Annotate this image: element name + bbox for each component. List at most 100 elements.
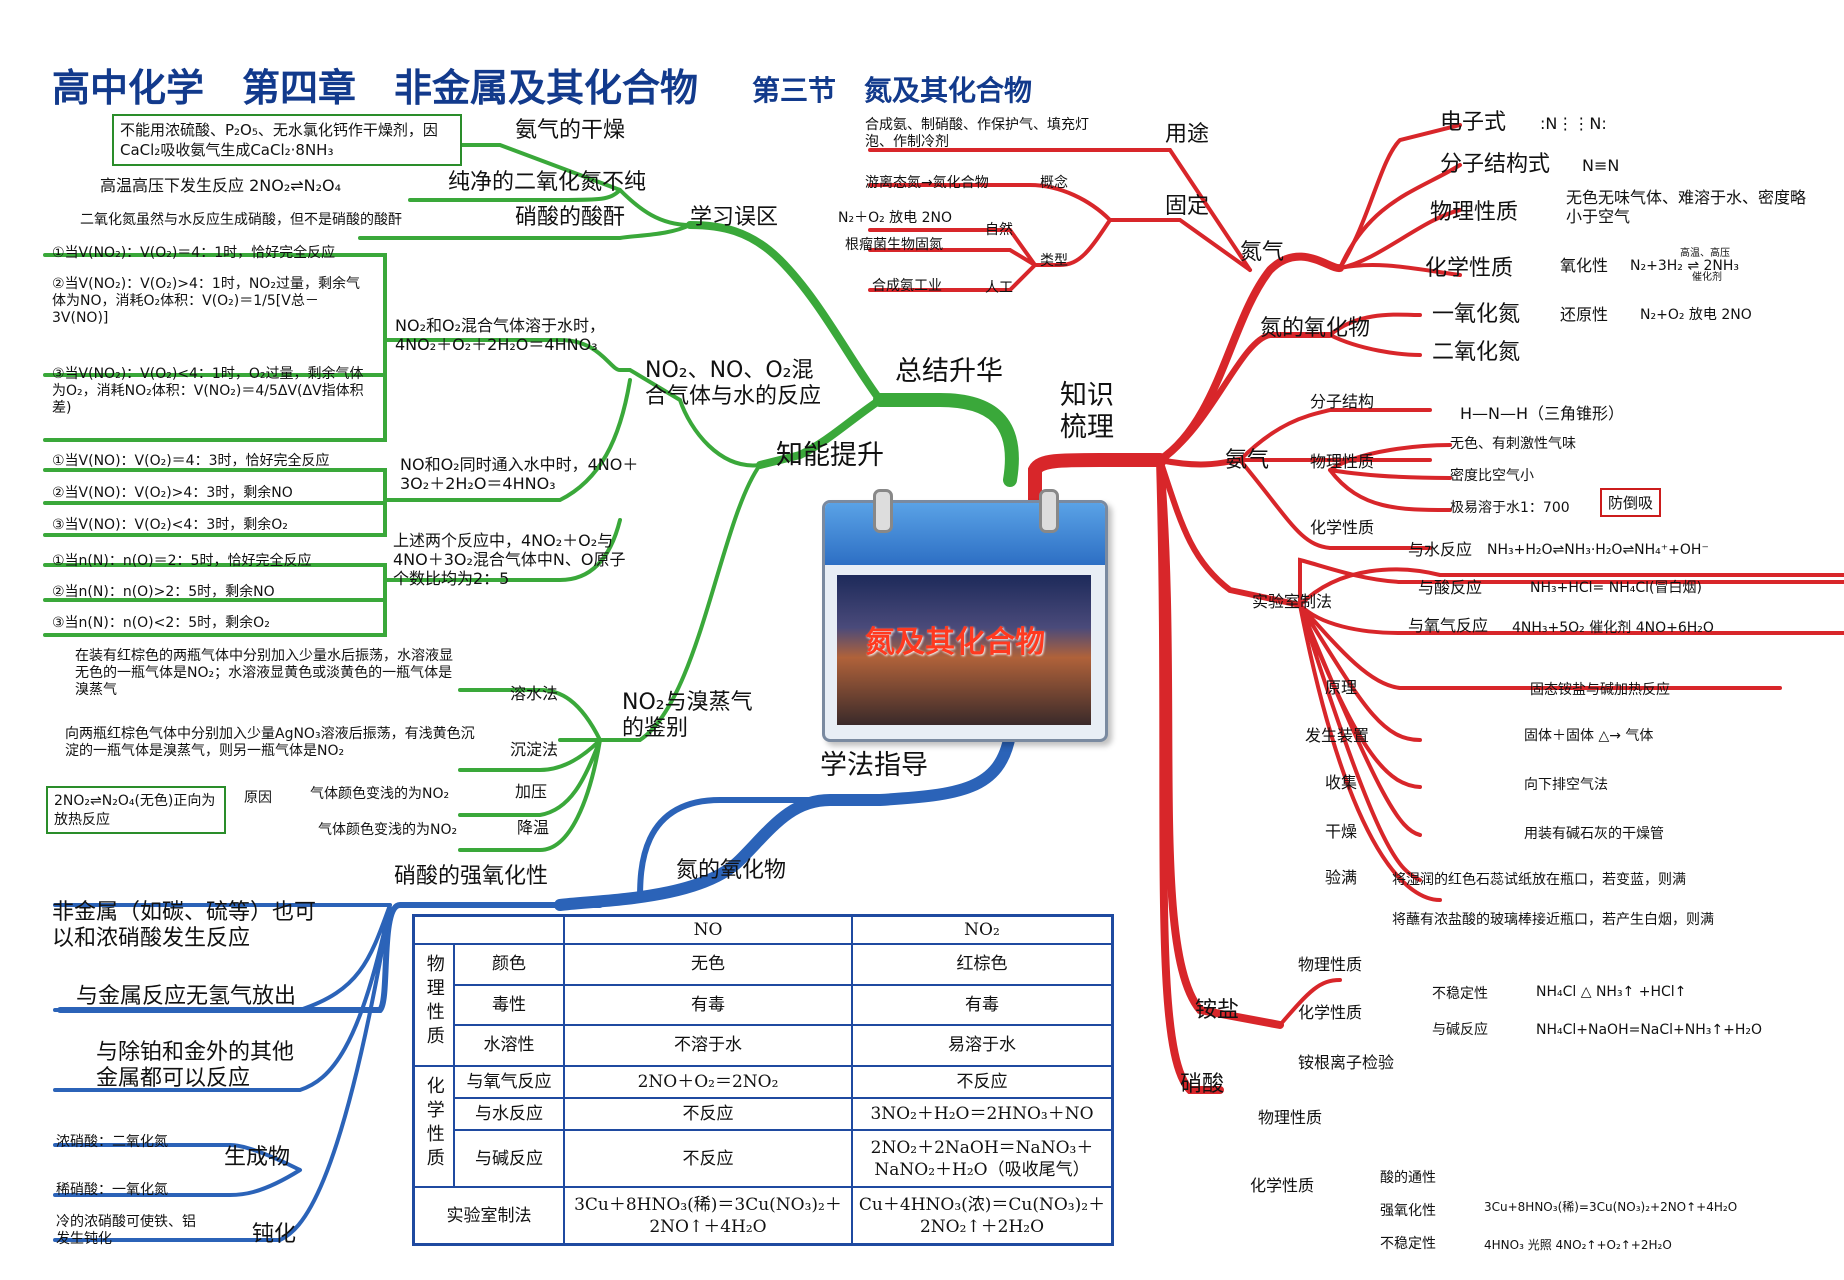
tisheng-g2: NO和O₂同时通入水中时，4NO＋3O₂＋2H₂O＝4HNO₃ xyxy=(400,455,639,494)
row-no: 无色 xyxy=(563,943,853,986)
row-no2: 不反应 xyxy=(851,1064,1114,1099)
wuqu-text-3: 二氧化氮虽然与水反应生成硝酸，但不是硝酸的酸酐 xyxy=(80,212,402,228)
rengong: 人工 xyxy=(985,280,1013,296)
method-3: 加压 xyxy=(515,782,548,801)
row-key: 水溶性 xyxy=(453,1024,565,1067)
fenzijiegou: 分子结构式 xyxy=(1440,152,1551,177)
zd-qyhx: 硝酸的强氧化性 xyxy=(394,864,549,889)
factory-photo xyxy=(837,575,1091,725)
row-key: 与氧气反应 xyxy=(453,1064,565,1099)
group-chemical: 化学性质 xyxy=(423,1075,445,1172)
row-no: 不反应 xyxy=(563,1128,853,1189)
dq-wuli-value: 无色无味气体、难溶于水、密度略小于空气 xyxy=(1566,188,1807,227)
tisheng-g3b: ②当n(N)：n(O)>2：5时，剩余NO xyxy=(52,584,275,600)
group-physical: 物理性质 xyxy=(423,953,445,1050)
xs-buwending: 不稳定性 xyxy=(1380,1236,1436,1252)
zd-p1: 非金属（如碳、硫等）也可以和浓硝酸发生反应 xyxy=(52,900,317,952)
aq-hx-3: 与氧气反应 xyxy=(1408,616,1489,635)
guding: 固定 xyxy=(1165,194,1210,219)
page-title: 高中化学 第四章 非金属及其化合物 xyxy=(52,66,699,110)
tisheng-g3: 上述两个反应中，4NO₂＋O₂与4NO＋3O₂混合气体中N、O原子个数比均为2：… xyxy=(393,531,626,589)
row-key: 与碱反应 xyxy=(453,1128,565,1189)
dq-huaxue: 化学性质 xyxy=(1425,256,1514,281)
table-corner xyxy=(412,914,565,946)
col-header-no2: NO₂ xyxy=(851,914,1114,946)
zd-scw2: 稀硝酸：一氧化氮 xyxy=(56,1182,168,1198)
row-no: 有毒 xyxy=(563,983,853,1027)
zd-dyhw: 氮的氧化物 xyxy=(676,858,787,883)
dyhw: 氮的氧化物 xyxy=(1260,316,1371,341)
row-no2: 易溶于水 xyxy=(851,1024,1114,1067)
lab-no2: Cu＋4HNO₃(浓)＝Cu(NO₃)₂＋2NO₂↑＋2H₂O xyxy=(851,1186,1114,1246)
zd-scw1: 浓硝酸：二氧化氮 xyxy=(56,1134,168,1150)
row-no2: 2NO₂＋2NaOH＝NaNO₃＋NaNO₂＋H₂O（吸收尾气） xyxy=(851,1128,1114,1189)
ziran-2: 根瘤菌生物固氮 xyxy=(845,237,943,253)
ay-wuli: 物理性质 xyxy=(1298,955,1363,974)
no-no2-comparison-table: NO NO₂ 物理性质 颜色 无色 红棕色 毒性 有毒 有毒 水溶性 不溶于水 … xyxy=(412,914,1114,1246)
reason-box: 2NO₂⇌N₂O₄(无色)正向为放热反应 xyxy=(46,786,226,834)
zd-dunhua: 钝化 xyxy=(252,1222,297,1247)
ay-yujian: 与碱反应 xyxy=(1432,1022,1488,1038)
red-branch-lines xyxy=(868,123,1844,1094)
xs-qiangyanghua-value: 3Cu+8HNO₃(稀)=3Cu(NO₃)₂+2NO↑+4H₂O xyxy=(1484,1200,1738,1214)
row-no: 不反应 xyxy=(563,1096,853,1131)
wuqu-item-2: 纯净的二氧化氮不纯 xyxy=(448,170,647,195)
tisheng-g1: NO₂和O₂混合气体溶于水时，4NO₂＋O₂＋2H₂O＝4HNO₃ xyxy=(395,316,605,355)
green-branch-lines xyxy=(43,143,1019,852)
yanman-2: 将蘸有浓盐酸的玻璃棒接近瓶口，若产生白烟，则满 xyxy=(1392,912,1714,928)
fenzijiegou-value: N≡N xyxy=(1582,156,1620,175)
tisheng-g2c: ③当V(NO)：V(O₂)<4：3时，剩余O₂ xyxy=(52,517,288,533)
dq-wuli: 物理性质 xyxy=(1430,200,1519,225)
branch-zhidao: 学法指导 xyxy=(820,750,928,781)
wuqu-box-1: 不能用浓硫酸、P₂O₅、无水氯化钙作干燥剂，因CaCl₂吸收氨气生成CaCl₂·… xyxy=(112,114,462,166)
dianzishi: 电子式 xyxy=(1440,110,1507,135)
method-1-text: 在装有红棕色的两瓶气体中分别加入少量水后振荡，水溶液显无色的一瓶气体是NO₂；水… xyxy=(75,648,453,698)
xs-wuli: 物理性质 xyxy=(1258,1108,1323,1127)
yongtu: 用途 xyxy=(1165,122,1210,147)
xiaosuan: 硝酸 xyxy=(1180,1072,1225,1097)
method-4: 降温 xyxy=(517,818,550,837)
shouji: 收集 xyxy=(1325,773,1358,792)
shiyanshi: 实验室制法 xyxy=(1252,592,1333,611)
ziran-1: N₂＋O₂ 放电 2NO xyxy=(838,210,953,226)
row-key: 与水反应 xyxy=(453,1096,565,1131)
center-label: 氮及其化合物 xyxy=(865,625,1045,660)
aq-hx-1-value: NH₃+H₂O⇌NH₃·H₂O⇌NH₄⁺+OH⁻ xyxy=(1487,542,1709,558)
ring-icon xyxy=(873,489,893,533)
aq-wuli-1: 无色、有刺激性气味 xyxy=(1450,436,1576,452)
wuqu-text-2: 高温高压下发生反应 2NO₂⇌N₂O₄ xyxy=(100,176,342,195)
fasheng-value: 固体＋固体 △→ 气体 xyxy=(1524,728,1654,744)
branch-zhineng: 知能提升 xyxy=(776,440,884,471)
ay-buwending-value: NH₄Cl △ NH₃↑ +HCl↑ xyxy=(1536,984,1687,1000)
wuqu-item-3: 硝酸的酸酐 xyxy=(515,205,626,230)
cond-2: 催化剂 xyxy=(1692,272,1722,283)
row-key-lab: 实验室制法 xyxy=(412,1186,565,1246)
ay-huaxue: 化学性质 xyxy=(1298,1003,1363,1022)
ay-buwending: 不稳定性 xyxy=(1432,986,1488,1002)
lab-no: 3Cu＋8HNO₃(稀)＝3Cu(NO₃)₂＋2NO↑＋4H₂O xyxy=(563,1186,853,1246)
dianzishi-value: :N⋮⋮N: xyxy=(1540,114,1607,133)
xs-buwending-value: 4HNO₃ 光照 4NO₂↑+O₂↑+2H₂O xyxy=(1484,1238,1672,1252)
tisheng-g1a: ①当V(NO₂)：V(O₂)＝4：1时，恰好完全反应 xyxy=(52,245,336,261)
row-no2: 3NO₂＋H₂O＝2HNO₃＋NO xyxy=(851,1096,1114,1131)
ganzao-value: 用装有碱石灰的干燥管 xyxy=(1524,826,1664,842)
ziran: 自然 xyxy=(985,222,1013,238)
reason-label: 原因 xyxy=(244,790,272,806)
method-4-text: 气体颜色变浅的为NO₂ xyxy=(318,822,458,838)
aq-hx-2-value: NH₃+HCl= NH₄Cl(冒白烟) xyxy=(1530,580,1702,596)
center-calendar: 氮及其化合物 xyxy=(822,489,1108,742)
danqi: 氮气 xyxy=(1240,240,1285,265)
aq-wuli-2: 密度比空气小 xyxy=(1450,468,1534,484)
aq-wuli-3: 极易溶于水1：700 xyxy=(1450,500,1570,516)
gainian: 概念 xyxy=(1040,175,1068,191)
zd-p2: 与金属反应无氢气放出 xyxy=(76,984,297,1009)
tisheng-g2b: ②当V(NO)：V(O₂)>4：3时，剩余NO xyxy=(52,485,293,501)
aq-hx-3-value: 4NH₃+5O₂ 催化剂 4NO+6H₂O xyxy=(1512,620,1714,636)
xs-qiangyanghua: 强氧化性 xyxy=(1380,1203,1436,1219)
zd-dunhua-text: 冷的浓硝酸可使铁、铝发生钝化 xyxy=(56,1214,196,1247)
xs-huaxue: 化学性质 xyxy=(1250,1176,1315,1195)
ring-icon xyxy=(1039,489,1059,533)
blue-branch-lines xyxy=(53,729,1016,1242)
branch-zongjie: 总结升华 xyxy=(895,356,1003,387)
